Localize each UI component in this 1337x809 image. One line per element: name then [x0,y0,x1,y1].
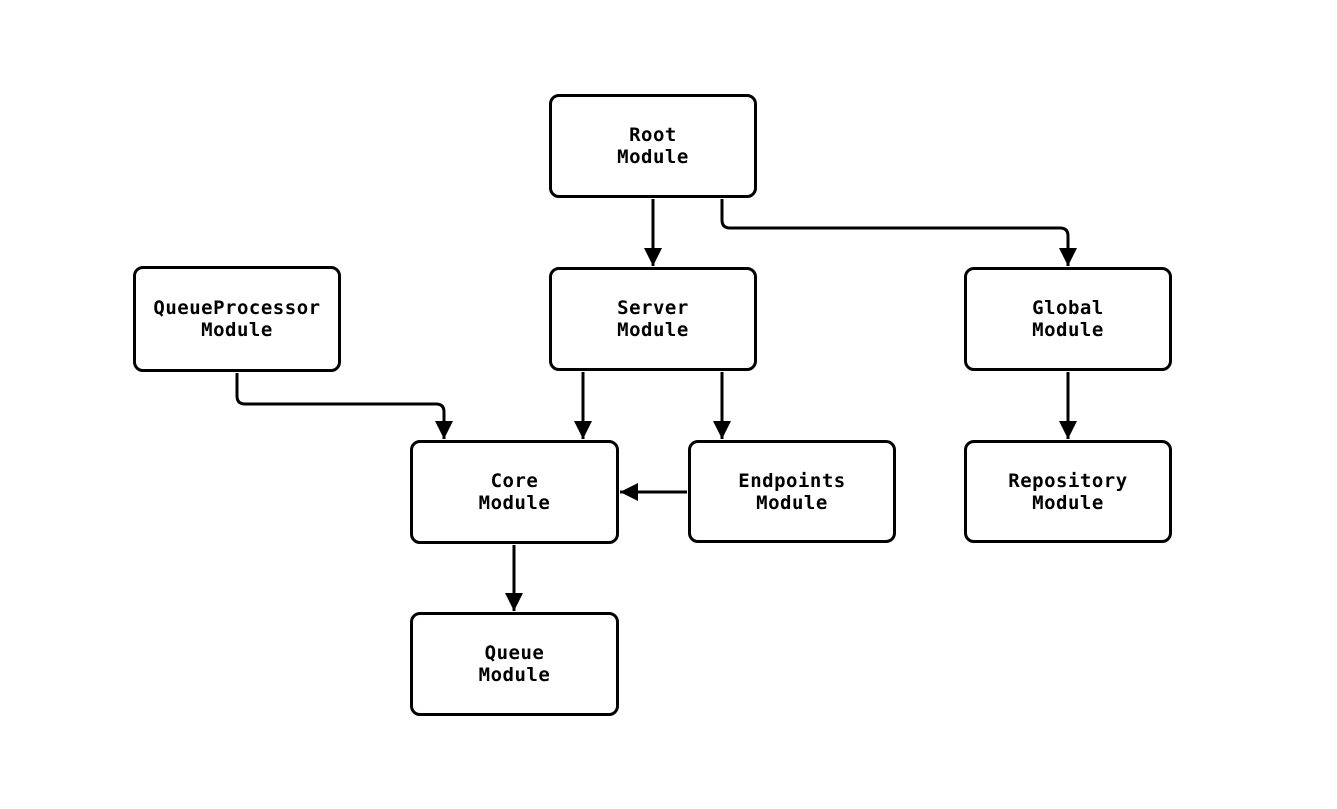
node-label-line: Repository [1008,469,1128,492]
node-label-line: Module [478,492,551,514]
node-label-line: QueueProcessor [153,297,321,319]
edge-queueprocessor-to-core [235,373,453,439]
node-label-line: Module [1032,491,1104,514]
edge-root-to-global [720,199,1077,266]
node-label-line: Endpoints [738,469,846,492]
node-label-line: Module [478,664,551,686]
node-label-line: Module [1032,319,1104,341]
node-label-line: Module [617,319,689,341]
node-label-line: Module [201,319,273,341]
node-label-line: Module [756,491,828,514]
node-label-line: Queue [484,642,545,664]
node-label-line: Module [617,146,689,168]
node-label-line: Root [629,124,677,146]
node-label-line: Core [490,470,539,492]
node-label-line: Global [1032,297,1104,319]
node-label-line: Server [617,297,689,319]
